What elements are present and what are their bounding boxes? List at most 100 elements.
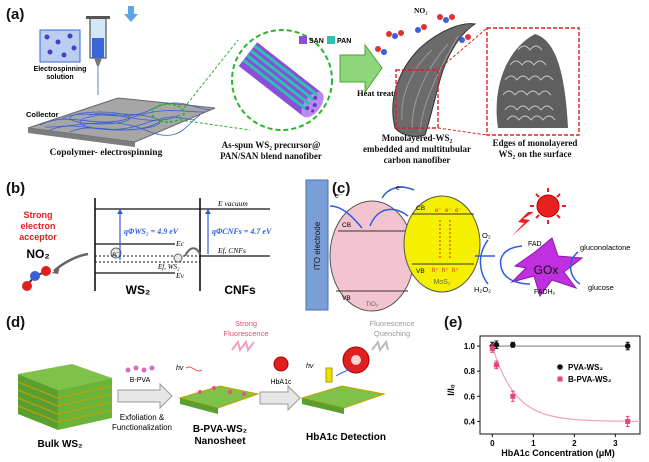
caption-edges-2: WS₂ on the surface (498, 149, 572, 159)
legend-bpva-marker (557, 376, 563, 382)
mos2-hole-1: h⁺ (432, 267, 439, 274)
no2-text: NO₂ (26, 247, 49, 261)
mos2-hole-3: h⁺ (452, 267, 459, 274)
legend-bpva-label: B-PVA-WS₂ (568, 375, 612, 384)
quenching-text-1: Fluorescence (369, 319, 414, 328)
hba1c-label: HbA1c (270, 379, 292, 386)
y-tick-label: 1.0 (464, 342, 476, 351)
y-tick-label: 0.8 (464, 367, 476, 376)
ef-cnf-label: Ef, CNFs (217, 246, 246, 255)
ev-label: Ev (175, 271, 185, 280)
y-axis-label: I/I₀ (446, 384, 456, 396)
legend-san: SAN (309, 38, 324, 45)
hba1c-arrow (259, 384, 301, 412)
ec-label: Ec (175, 239, 185, 248)
nitrogen-atom (30, 271, 40, 281)
legend-pva-label: PVA-WS₂ (568, 363, 603, 372)
hv-label-2: hv (306, 363, 314, 370)
panel-b: (b) Strong electron acceptor NO₂ e⁻ qΦWS… (0, 176, 290, 306)
ito-label: ITO electrode (313, 221, 322, 270)
hv-label-1: hv (176, 365, 184, 372)
hba1c-detection-label: HbA1c Detection (306, 432, 386, 443)
oxygen-atom-2 (22, 281, 32, 291)
mos2-cb: CB (416, 205, 425, 212)
o2-label: O₂ (482, 231, 491, 240)
no2-molecules (375, 14, 471, 55)
caption-fiber-2: embedded and multitubular (362, 144, 472, 154)
legend-pan: PAN (337, 38, 351, 45)
panel-d-graphic: B-PVA Exfoliation & Functionalization hv… (17, 319, 415, 450)
cnfs-label: CNFs (224, 283, 256, 297)
caption-fiber-3: carbon nanofiber (383, 155, 451, 165)
edges-texture (496, 34, 568, 128)
light-bolt-icon (512, 212, 534, 236)
x-tick-label: 0 (490, 439, 495, 448)
pva-point (510, 341, 516, 348)
mos2-label: MoS₂ (433, 279, 450, 286)
ito-electrode (305, 179, 329, 311)
panel-c: (c) ITO electrode CB VB TiO₂ CB VB MoS₂ … (290, 176, 649, 314)
oxygen-atom-1 (41, 266, 51, 276)
phi-ws2: qΦWS₂ = 4.9 eV (124, 227, 179, 236)
syringe-solution (92, 38, 104, 58)
panel-a: (a) Electrospinning solution (0, 0, 649, 175)
y-tick-label: 0.4 (464, 417, 476, 426)
nanosheet-label-2: Nanosheet (194, 436, 246, 447)
acceptor-text-3: acceptor (19, 232, 57, 242)
e-vacuum-label: E vacuum (217, 199, 248, 208)
quenching-text-2: Quenching (374, 329, 410, 338)
energy-bar-icon (325, 367, 333, 383)
fad-label: FAD (528, 241, 542, 248)
x-tick-label: 2 (572, 439, 577, 448)
legend-san-swatch (299, 36, 307, 44)
tio2-vb: VB (342, 295, 351, 302)
zoom-circle-small (151, 103, 185, 123)
strong-fluorescence-1: Strong (235, 319, 257, 328)
selection-box-small (395, 69, 439, 129)
acceptor-text-2: electron (20, 221, 55, 231)
panel-c-label: (c) (332, 180, 351, 197)
tio2-cb: CB (342, 222, 351, 229)
legend-pan-swatch (327, 36, 335, 44)
transfer-electron-2: e⁻ (396, 185, 404, 192)
fiber-mat (39, 102, 211, 136)
mos2-particle (403, 195, 481, 293)
caption-fiber: Monolayered-WS₂ embedded and multitubula… (352, 133, 482, 166)
exfoliation-text-1: Exfoliation & (120, 413, 165, 422)
collector-label: Collector (26, 110, 59, 119)
caption-electrospinning: Copolymer- electrospinning (49, 148, 163, 158)
pva-point (493, 341, 500, 348)
hba1c-molecule-icon (273, 356, 289, 372)
gox-enzyme (510, 237, 584, 298)
solution-label-2: solution (46, 74, 73, 81)
tio2-label: TiO₂ (366, 301, 379, 308)
bpva-point (493, 362, 499, 368)
bpva-point (489, 346, 495, 352)
exfoliation-text-2: Functionalization (112, 423, 172, 432)
panel-c-graphic: ITO electrode CB VB TiO₂ CB VB MoS₂ e⁻ e… (305, 179, 630, 312)
caption-edges-1: Edges of monolayered (492, 138, 578, 148)
caption-fiber-1: Monolayered-WS₂ (381, 133, 453, 143)
nanosheet-2 (300, 385, 386, 414)
bulk-ws2-crystal (17, 364, 113, 430)
heat-label: Heat treatment (357, 88, 412, 98)
mos2-electron-1: e⁻ (435, 208, 442, 214)
solution-label-1: Electrospinning (34, 66, 87, 73)
bpva-point (625, 418, 631, 424)
y-tick-label: 0.6 (464, 392, 476, 401)
mos2-vb: VB (416, 268, 425, 275)
x-tick-label: 1 (531, 439, 536, 448)
heat-arrow (339, 43, 383, 94)
nanosheet-1 (178, 385, 260, 414)
legend-pva-marker (557, 364, 563, 370)
h2o2-label: H₂O₂ (474, 285, 491, 294)
mos2-electron-2: e⁻ (445, 208, 452, 214)
nanofiber (238, 42, 324, 118)
transfer-electron-1: e⁻ (335, 193, 343, 200)
x-axis-label: HbA1c Concentration (μM) (501, 448, 615, 458)
panel-b-label: (b) (6, 180, 26, 197)
mos2-hole-2: h⁺ (442, 267, 449, 274)
pressure-arrow (124, 6, 138, 22)
